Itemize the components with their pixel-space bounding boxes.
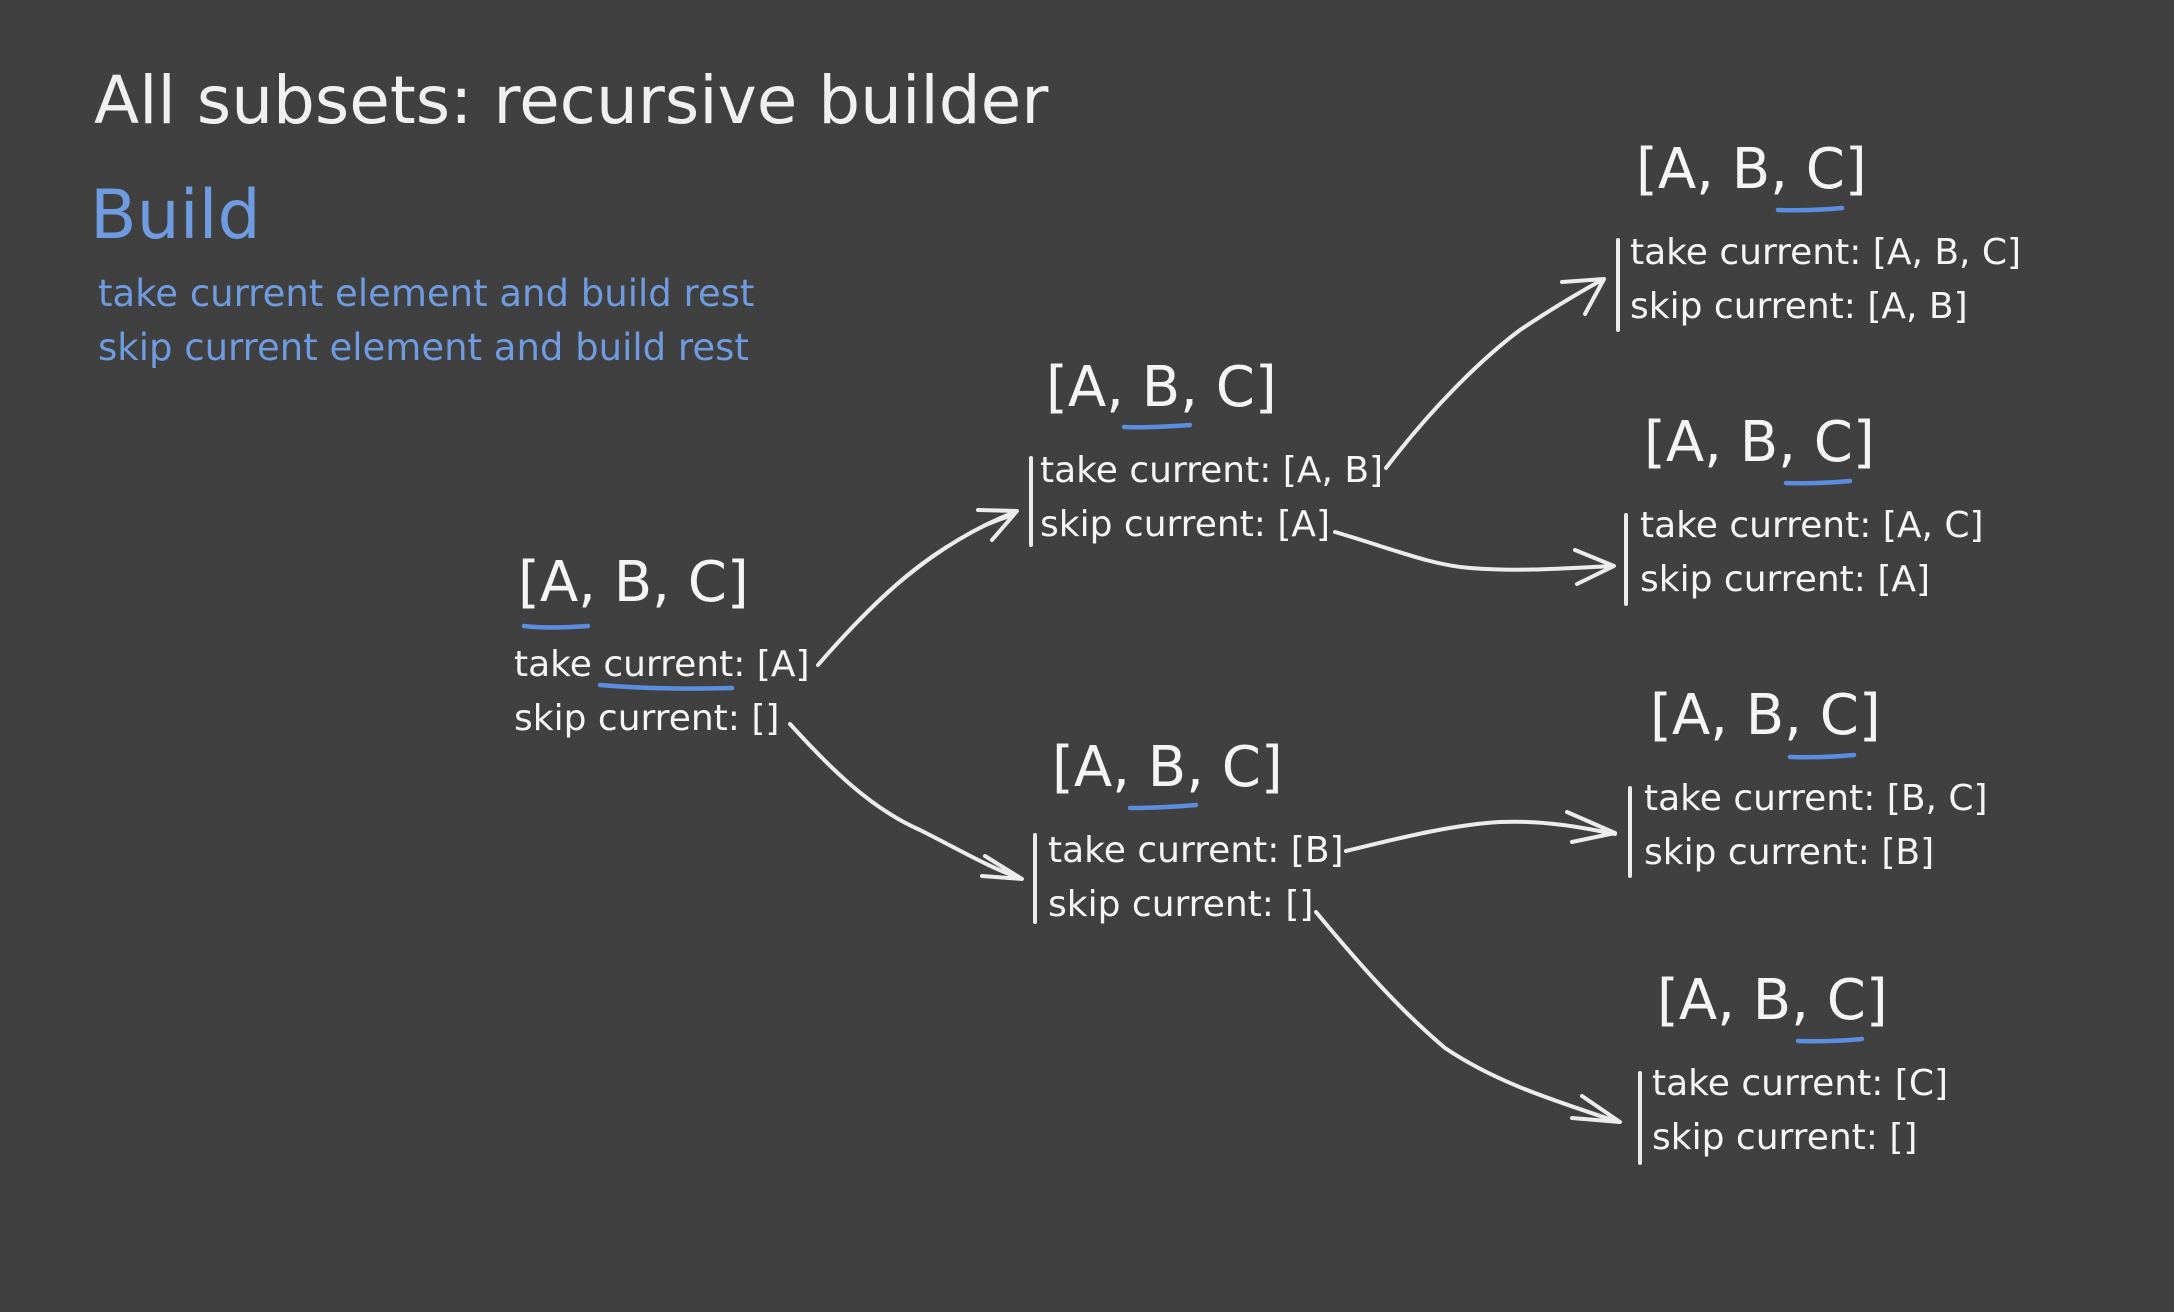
legend-line-take: take current element and build rest [98, 272, 755, 315]
take-line: take current: [A, B, C] [1630, 232, 2022, 273]
current-underline-level1-skip [1127, 802, 1199, 811]
diagram-title: All subsets: recursive builder [94, 62, 1049, 139]
skip-line: skip current: [A] [1640, 559, 1931, 600]
skip-line: skip current: [] [1652, 1117, 1918, 1158]
take-line: take current: [C] [1652, 1063, 1948, 1104]
current-underline-level1-take [1121, 422, 1193, 430]
node-label: [A, B, C] [1644, 410, 1875, 475]
take-line: take current: [B] [1048, 830, 1344, 871]
node-label: [A, B, C] [1046, 355, 1277, 420]
take-line: take current: [A, B] [1040, 450, 1384, 491]
arrow-level1-skip-to-leaf-2 [1333, 530, 1616, 586]
current-underline-leaf-2 [1783, 478, 1853, 486]
legend-heading: Build [90, 176, 261, 255]
node-label: [A, B, C] [1052, 735, 1283, 800]
take-line: take current: [A] [514, 644, 810, 685]
current-underline-leaf-1 [1775, 205, 1845, 213]
node-label: [A, B, C] [1636, 137, 1867, 202]
current-underline-leaf-4 [1795, 1036, 1865, 1044]
skip-line: skip current: [A, B] [1630, 286, 1968, 327]
arrow-level2-take-to-leaf-3 [1344, 810, 1617, 853]
arrow-level1-take-to-leaf-1 [1384, 277, 1606, 470]
current-word-underline [597, 682, 735, 691]
node-label: [A, B, C] [1650, 683, 1881, 748]
take-line: take current: [B, C] [1644, 778, 1988, 819]
arrow-root-to-take [816, 508, 1019, 667]
skip-line: skip current: [] [514, 698, 780, 739]
current-underline-root [521, 623, 591, 630]
arrow-root-to-skip [788, 722, 1024, 881]
skip-line: skip current: [A] [1040, 504, 1331, 545]
skip-line: skip current: [B] [1644, 832, 1935, 873]
arrow-level2-skip-to-leaf-4 [1314, 910, 1622, 1124]
skip-line: skip current: [] [1048, 884, 1314, 925]
node-label: [A, B, C] [518, 550, 749, 615]
node-label: [A, B, C] [1657, 968, 1888, 1033]
current-underline-leaf-3 [1787, 752, 1857, 760]
legend-line-skip: skip current element and build rest [98, 326, 749, 369]
take-line: take current: [A, C] [1640, 505, 1984, 546]
